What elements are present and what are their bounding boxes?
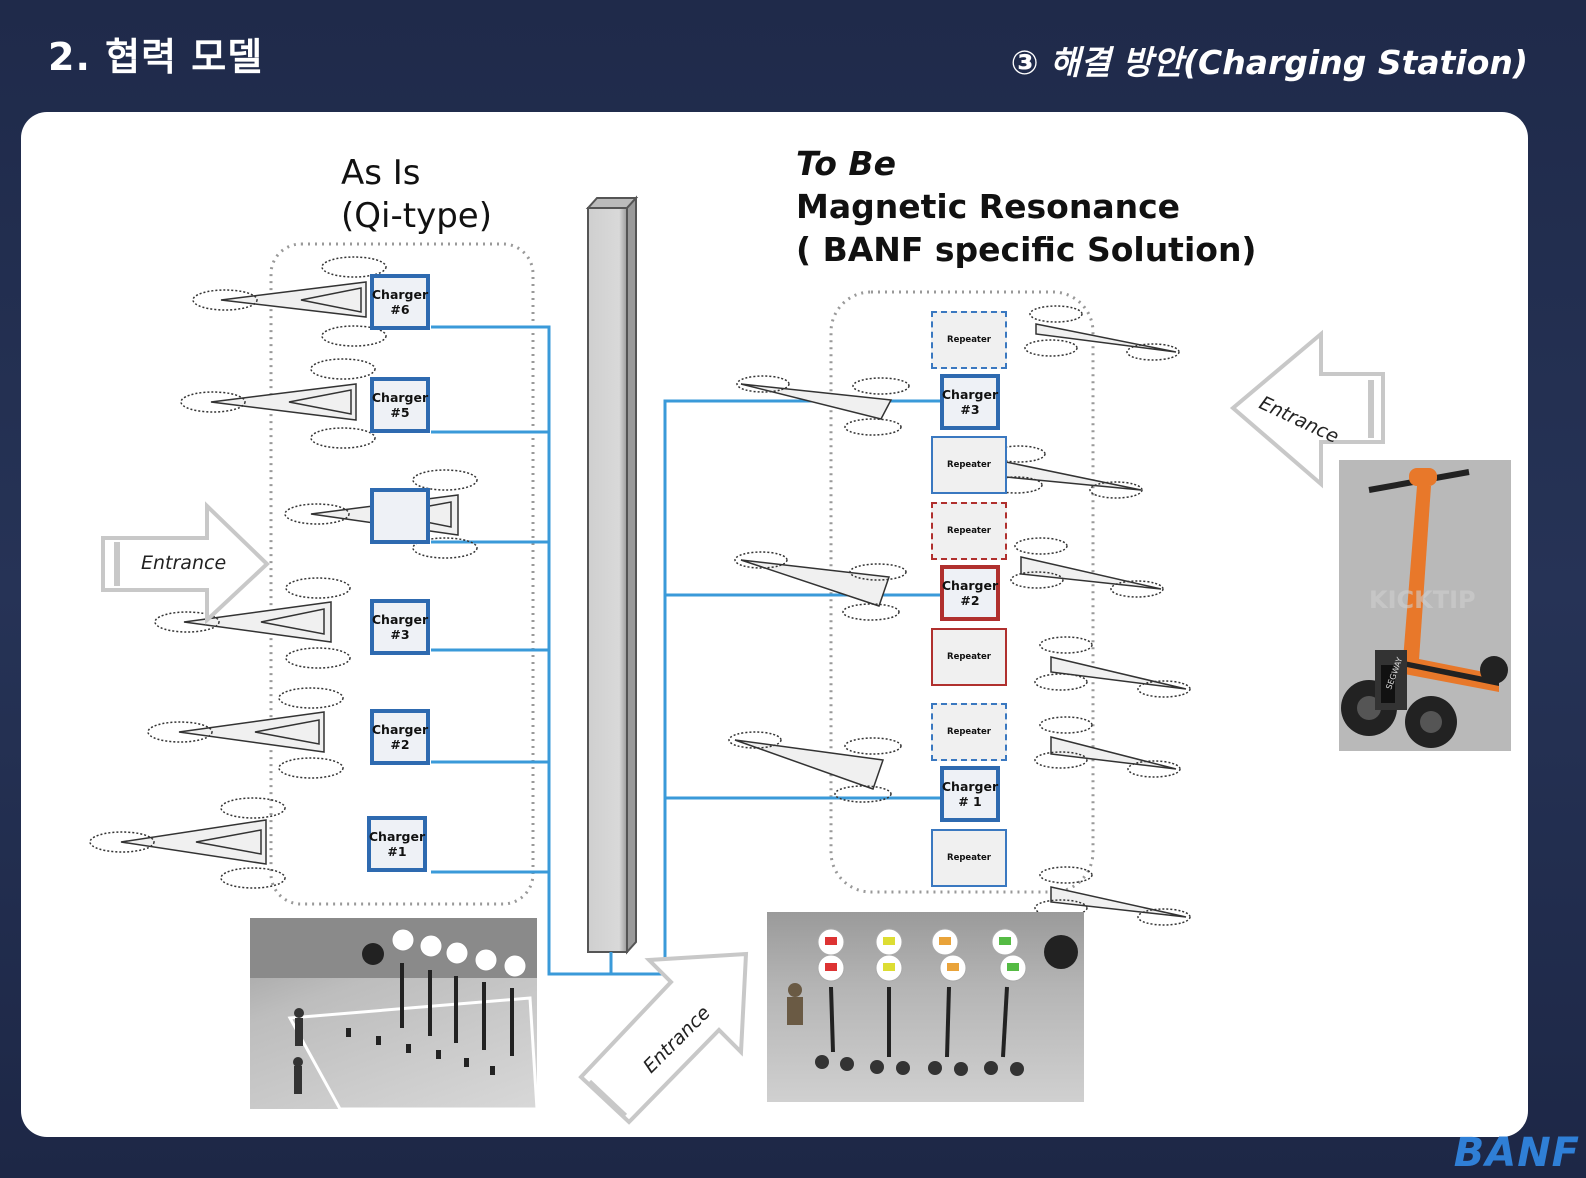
as-is-wiring [431,325,613,976]
as-is-subtitle: (Qi-type) [341,196,492,236]
repeater-6: Repeater [931,829,1007,887]
to-be-heading: To Be Magnetic Resonance ( BANF specific… [796,142,1257,271]
as-is-station-photo [250,918,537,1109]
entrance-arrow-right [1229,329,1385,489]
repeater-4: Repeater [931,628,1007,686]
charger-label: Charger [371,612,429,627]
entrance-arrow-left [101,501,270,625]
charger-label: Charger [941,779,999,794]
to-be-title: To Be [796,144,896,183]
scooter-illustration: SEGWAY KICKTIP [1341,468,1508,748]
charger-number: #3 [390,627,410,642]
as-is-charger-4-occupied [370,488,430,544]
to-be-charger-1: Charger # 1 [940,766,1000,822]
repeater-5: Repeater [931,703,1007,761]
as-is-station-illustration [250,918,537,1109]
to-be-drones [728,305,1191,926]
as-is-title: As Is [341,153,421,193]
charger-number: #2 [960,593,980,608]
to-be-station-photo [767,912,1084,1102]
entrance-label-left: Entrance [141,552,227,574]
to-be-tech: Magnetic Resonance [796,187,1181,226]
as-is-charger-3: Charger #3 [370,599,430,655]
scooter-photo: SEGWAY KICKTIP [1339,460,1511,751]
slide-subtitle: ③ 해결 방안(Charging Station) [1010,43,1528,82]
as-is-zone [269,242,535,906]
slide-title: 2. 협력 모델 [48,35,264,79]
charger-number: #6 [390,302,410,317]
charger-label: Charger [941,387,999,402]
content-panel: As Is (Qi-type) To Be Magnetic Resonance… [21,112,1528,1137]
to-be-wiring [611,399,941,976]
repeater-2: Repeater [931,436,1007,494]
as-is-charger-5: Charger #5 [370,377,430,433]
entrance-arrow-bottom [578,951,749,1125]
charger-number: # 1 [958,794,982,809]
to-be-solution: ( BANF specific Solution) [796,230,1257,269]
diagram-canvas [89,195,1385,1125]
charger-label: Charger [941,578,999,593]
charger-label: Charger [371,722,429,737]
as-is-charger-2: Charger #2 [370,709,430,765]
to-be-station-illustration [787,928,1078,1076]
power-pillar [585,195,639,955]
repeater-3: Repeater [931,502,1007,560]
charger-number: #5 [390,405,410,420]
as-is-charger-6: Charger #6 [370,274,430,330]
charger-number: #3 [960,402,980,417]
as-is-heading: As Is (Qi-type) [341,152,492,238]
charger-label: Charger [371,287,429,302]
to-be-zone [829,290,1095,894]
charger-number: #2 [390,737,410,752]
to-be-charger-3: Charger #3 [940,374,1000,430]
photo-watermark: KICKTIP [1369,586,1476,614]
as-is-charger-1: Charger #1 [367,816,427,872]
charger-number: #1 [387,844,407,859]
banf-logo: BANF [1453,1130,1580,1176]
charger-label: Charger [368,829,426,844]
repeater-1: Repeater [931,311,1007,369]
charger-label: Charger [371,390,429,405]
to-be-charger-2: Charger #2 [940,565,1000,621]
